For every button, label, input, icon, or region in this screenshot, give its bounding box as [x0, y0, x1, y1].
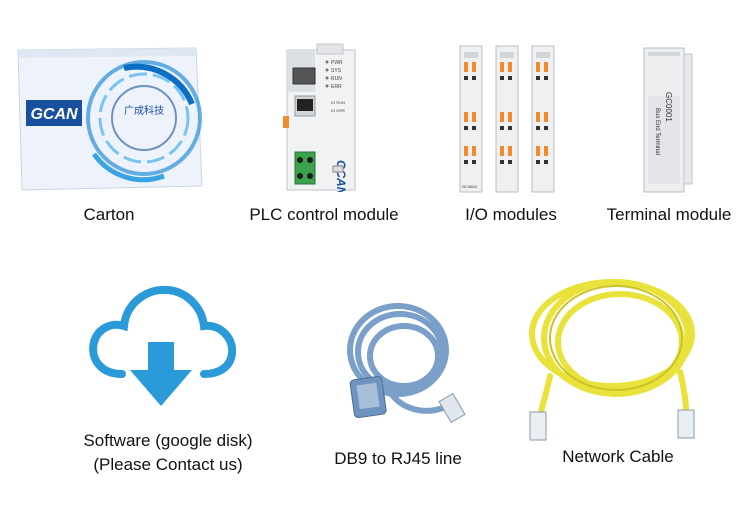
caption-software-line2: (Please Contact us)	[93, 455, 243, 474]
cloud-download-icon	[89, 285, 236, 406]
plc-led-pwr: PWR	[331, 60, 343, 66]
carton-logo: GCAN	[30, 106, 78, 123]
network-cable-image	[529, 279, 695, 441]
plc-logo: GCAN	[334, 160, 348, 192]
caption-software-line1: Software (google disk)	[83, 431, 253, 450]
plc-led-err: ERR	[331, 84, 342, 90]
terminal-module-image: Bus End Terminal GC0001	[643, 47, 693, 193]
plc-led-io-run: IO RUN	[331, 100, 345, 105]
caption-io-modules: I/O modules	[465, 205, 557, 224]
carton-chinese-name: 广成科技	[124, 104, 164, 117]
caption-network-cable: Network Cable	[562, 447, 674, 466]
plc-module-image: PWR SYS RUN ERR IO RUN IO ERR GCAN	[283, 43, 356, 192]
plc-led-sys: SYS	[331, 68, 342, 74]
terminal-label: GC0001	[664, 92, 673, 122]
io-module-label: GC3604	[462, 184, 478, 189]
carton-image: GCAN 广成科技	[17, 47, 203, 191]
db9-cable-image	[347, 303, 466, 424]
caption-terminal-module: Terminal module	[606, 205, 732, 224]
caption-plc-control-module: PLC control module	[249, 205, 399, 224]
plc-led-run: RUN	[331, 76, 342, 82]
caption-carton: Carton	[83, 205, 135, 224]
io-modules-image: GC3604	[459, 45, 555, 193]
caption-db9-line: DB9 to RJ45 line	[334, 449, 462, 468]
terminal-text: Bus End Terminal	[654, 108, 660, 155]
plc-led-io-err: IO ERR	[331, 108, 345, 113]
